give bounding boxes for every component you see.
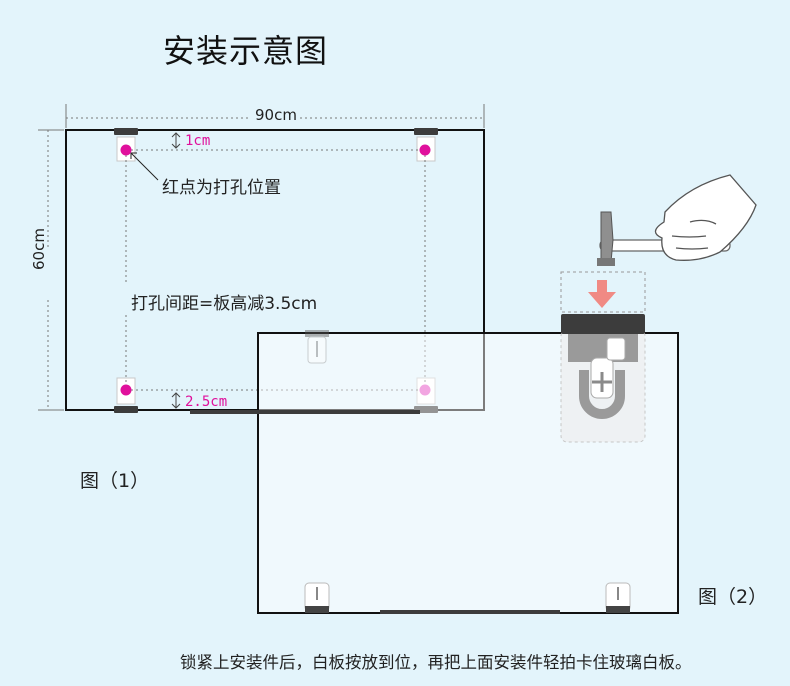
hole-dot-bottom-left [120,384,132,396]
width-dimension-label: 90cm [255,106,297,124]
clip-bottom-right [605,582,631,613]
margin-markers [171,132,181,409]
hole-dot-bottom-right [419,384,431,396]
figure-2-label: 图（2） [698,586,768,608]
clip-ghost-outline [560,271,646,313]
hole-dot-top-right [419,144,431,156]
marker-tray [380,610,560,614]
figure-2 [190,174,757,614]
height-dimension-line [38,129,64,411]
clip-detail [560,271,646,443]
footer-instruction: 锁紧上安装件后，白板按放到位，再把上面安装件轻拍卡住玻璃白板。 [180,653,692,672]
bracket-top-right [414,128,438,135]
clip-bottom-left [304,582,330,613]
hand-icon [654,174,757,261]
figure-1-label: 图（1） [80,470,150,492]
height-dimension-label: 60cm [30,228,48,270]
hole-position-note: 红点为打孔位置 [162,178,281,198]
hole-spacing-lines [125,149,426,391]
down-arrow-icon [588,280,616,308]
hole-spacing-note: 打孔间距=板高减3.5cm [131,294,318,314]
plus-icon [592,372,612,392]
page-title: 安装示意图 [163,32,329,70]
bracket-bottom-left [114,406,138,413]
width-dimension-line [65,104,485,128]
fig1-tray [190,410,420,414]
hole-dot-top-left [120,144,132,156]
bracket-top-left [114,128,138,135]
top-margin-label: 1cm [185,133,211,149]
note-leader-line [130,152,159,181]
clip-bar [561,314,645,334]
clip-top-left-faint [305,330,329,364]
figure-1 [38,104,485,413]
bottom-margin-label: 2.5cm [185,394,228,410]
